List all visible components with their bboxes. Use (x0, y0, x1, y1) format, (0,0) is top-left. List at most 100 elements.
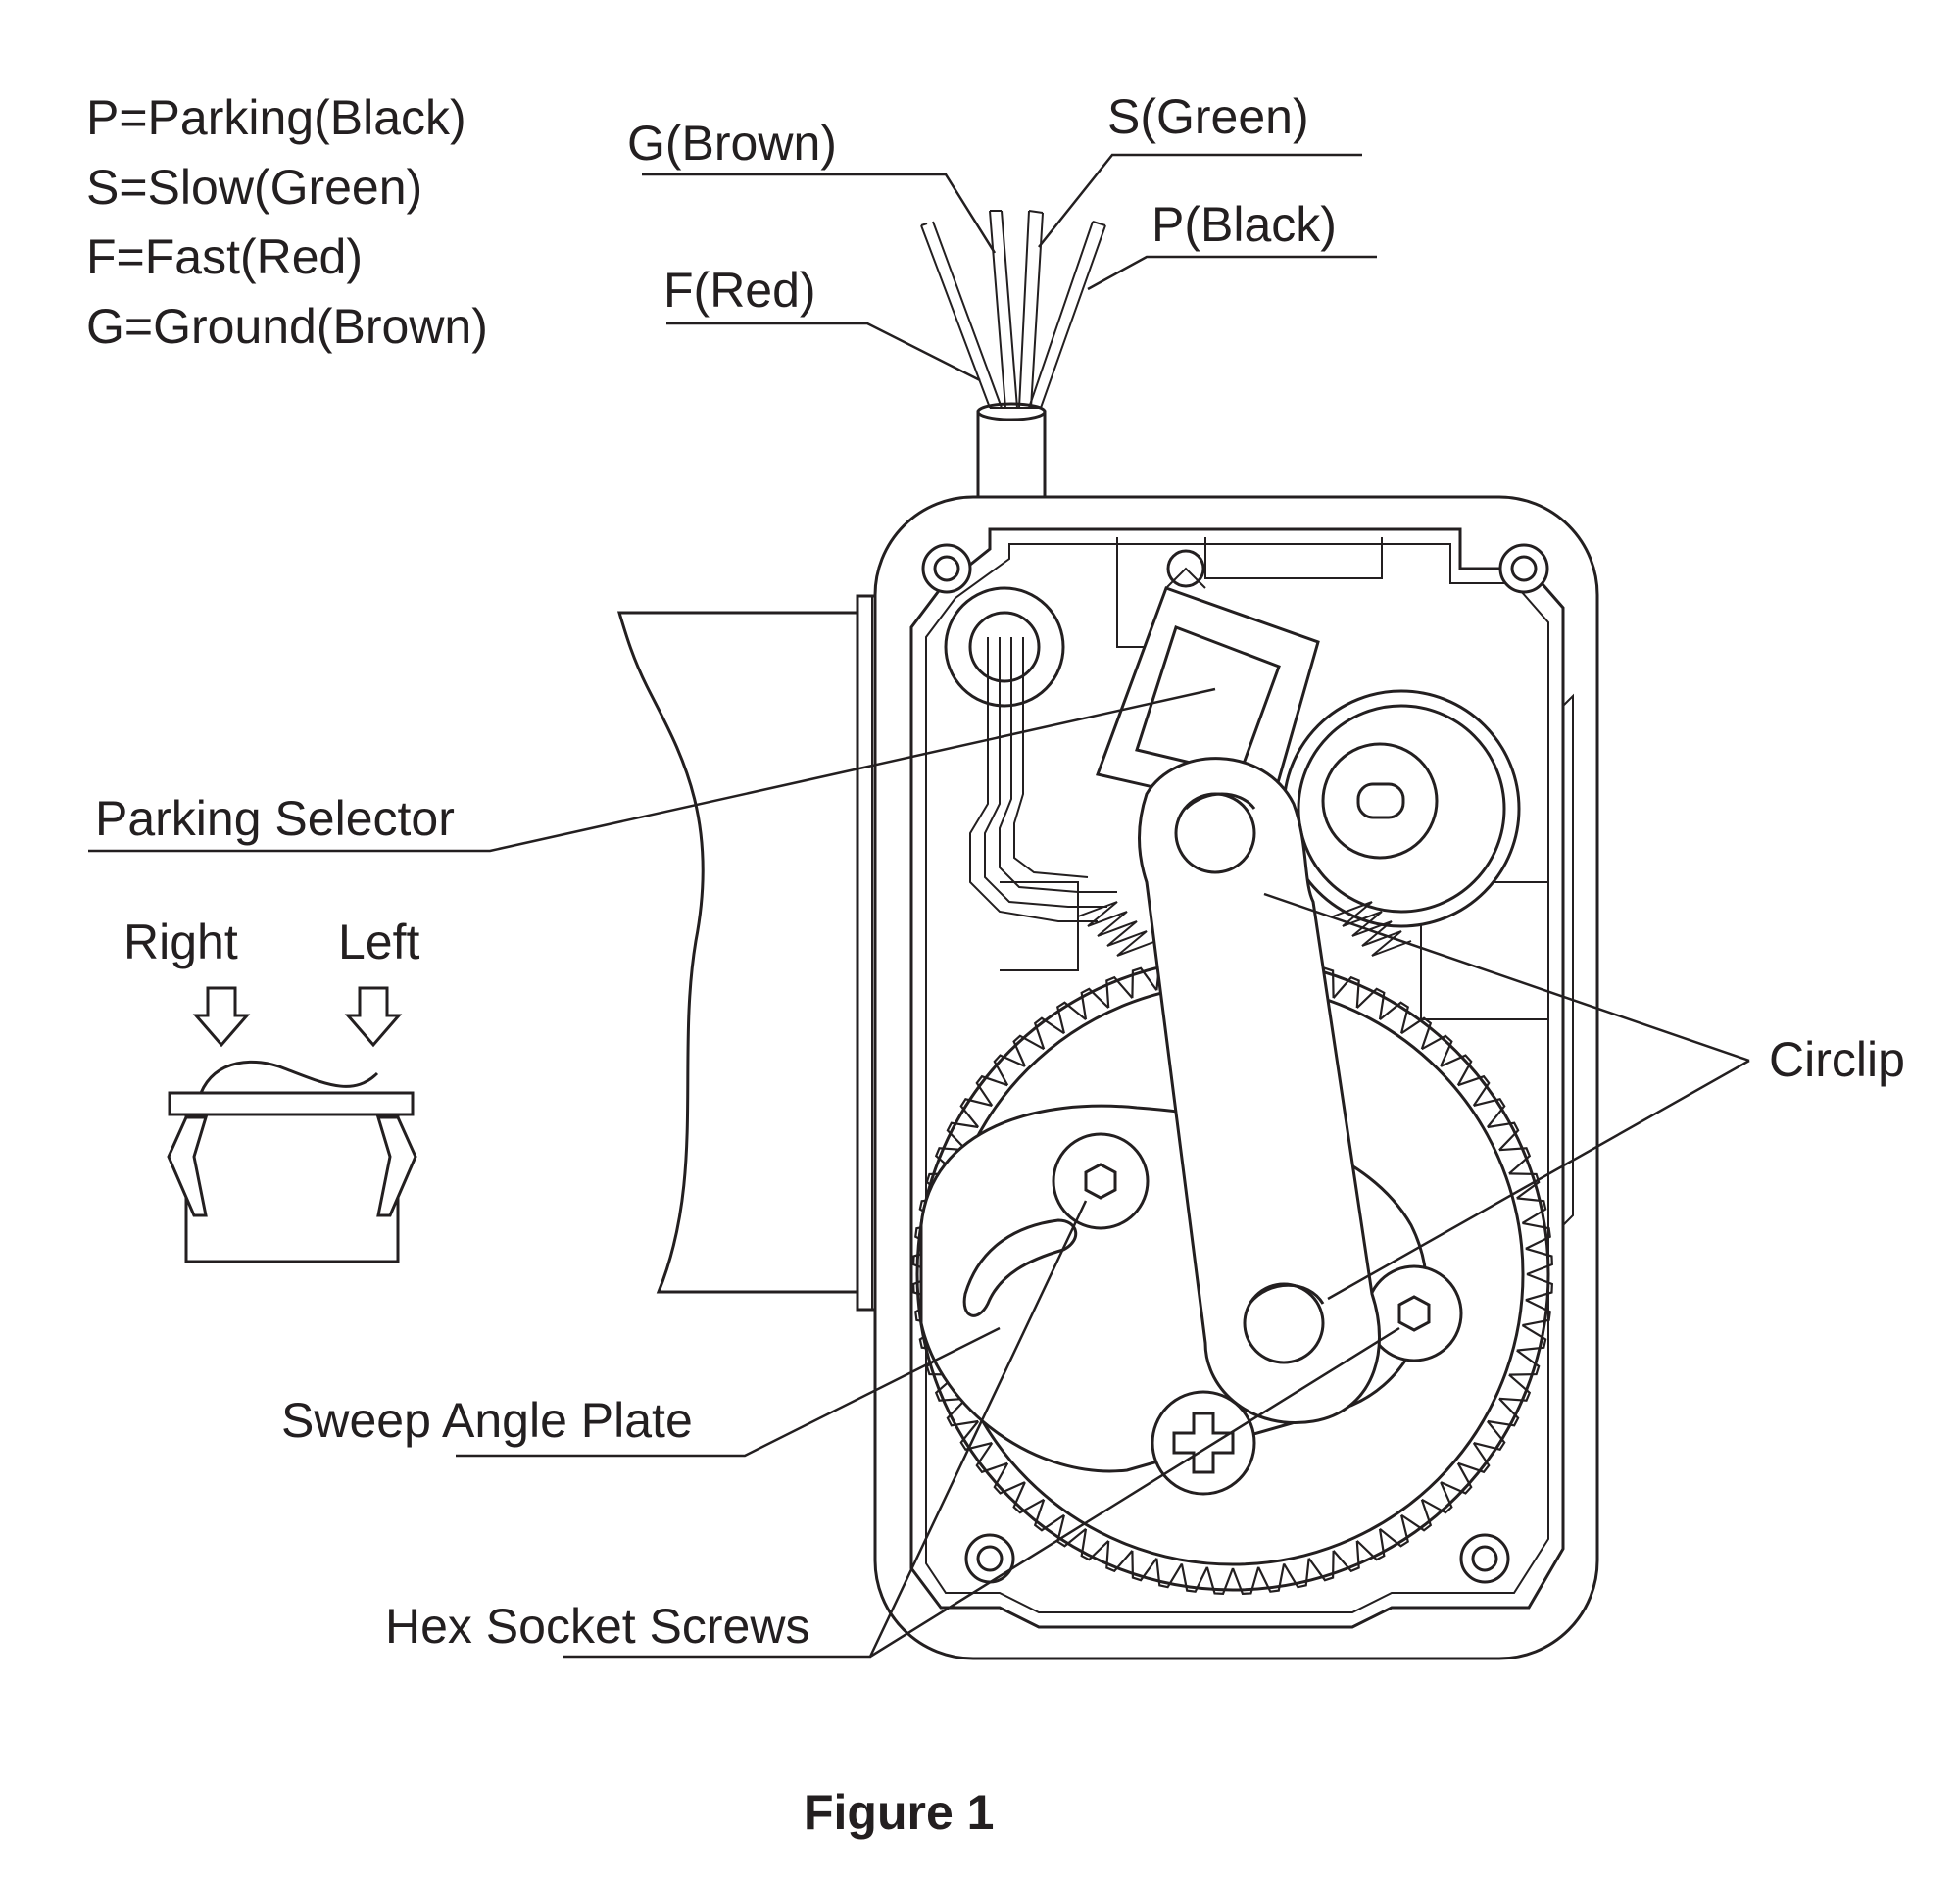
leader-hex-screw-2 (869, 1326, 1400, 1659)
corner-hole-br-inner (1471, 1545, 1498, 1572)
label-hex-socket-screws: Hex Socket Screws (385, 1599, 809, 1654)
hex-screw-1 (1052, 1132, 1150, 1230)
gear-tooth (1055, 1001, 1087, 1034)
legend-slow: S=Slow(Green) (86, 160, 422, 215)
arrow-down-icon (344, 986, 403, 1048)
gear-tooth (1283, 1558, 1310, 1589)
leader-slow (1038, 153, 1362, 248)
gear-tooth (1080, 987, 1109, 1020)
label-right: Right (123, 915, 238, 969)
crank-arm-body (1138, 757, 1381, 1424)
label-left: Left (338, 915, 420, 969)
gear-tooth (946, 1398, 979, 1427)
gear-tooth (1457, 1442, 1491, 1474)
legend-parking: P=Parking(Black) (86, 90, 466, 145)
gear-tooth (1487, 1398, 1520, 1427)
arrow-down-icon (192, 986, 251, 1048)
gear-tooth (1080, 1528, 1109, 1561)
legend-fast: F=Fast(Red) (86, 229, 363, 284)
wire-label-slow: S(Green) (1107, 89, 1309, 144)
gear-tooth (1257, 1563, 1286, 1593)
gear-tooth (1498, 1373, 1532, 1402)
gear-tooth (1379, 1514, 1410, 1548)
wire-label-parking: P(Black) (1152, 197, 1337, 252)
gear-tooth (1525, 1247, 1553, 1276)
cable-and-wires (920, 210, 1106, 500)
spring-left-coil (1077, 901, 1157, 957)
gear-tooth (1516, 1197, 1547, 1224)
gear-tooth (1356, 987, 1386, 1020)
gear-tooth (1012, 1481, 1045, 1514)
leader-sweep-angle-plate (456, 1326, 1001, 1458)
gear-tooth (1131, 1550, 1158, 1582)
gear-tooth (1457, 1074, 1491, 1107)
corner-hole-tr-inner (1510, 555, 1538, 582)
wire-label-fast: F(Red) (663, 263, 816, 318)
gear-tooth (1421, 1481, 1453, 1514)
shaft-housing (616, 594, 904, 1312)
gear-tooth (1105, 1540, 1134, 1573)
selector-pivot (1165, 567, 1206, 589)
rocker-clip-left (167, 1115, 209, 1217)
wire-label-ground: G(Brown) (627, 116, 837, 171)
gear-tooth (1473, 1097, 1506, 1128)
label-parking-selector: Parking Selector (95, 791, 455, 846)
leader-fast (666, 322, 981, 382)
gear-tooth (1055, 1514, 1087, 1548)
inner-wire-4 (1013, 637, 1089, 878)
gear-tooth (1180, 1563, 1208, 1593)
hex-socket-icon (1084, 1163, 1117, 1200)
gear-teeth (912, 954, 1553, 1595)
selector-switch-detail: Right Left (123, 915, 420, 1263)
gear-tooth (1332, 975, 1360, 1009)
mid-bracket (1000, 881, 1079, 971)
spring-right-coil (1332, 901, 1412, 957)
wire-fast (920, 221, 1003, 409)
gear-tooth (993, 1054, 1026, 1086)
gear-tooth (1205, 1566, 1235, 1595)
gear-tooth (959, 1420, 993, 1452)
corner-hole-bl-inner (976, 1545, 1004, 1572)
gear-tooth (1231, 1566, 1260, 1595)
gear-tooth (1522, 1221, 1551, 1250)
inner-wire-1 (969, 637, 1098, 922)
leader-circlip-upper (1263, 892, 1750, 1063)
gear-tooth (1356, 1528, 1386, 1561)
gear-tooth (1498, 1147, 1532, 1175)
inner-wire-2 (984, 637, 1107, 908)
gear-tooth (1155, 1558, 1183, 1589)
terminal-post (944, 586, 1065, 708)
gear-tooth (1332, 1540, 1360, 1573)
cable-end (976, 402, 1047, 421)
leader-parking (1087, 255, 1377, 291)
terminal-post-inner (968, 611, 1041, 683)
leader-parking-selector (88, 687, 1216, 853)
lower-circlip (1248, 1283, 1325, 1305)
shaft-block (616, 611, 859, 1294)
crank-hub (1321, 742, 1439, 860)
gear-tooth (1033, 1499, 1065, 1532)
gear-tooth (1400, 1016, 1433, 1050)
wire-labels: G(Brown) S(Green) P(Black) F(Red) (627, 89, 1377, 382)
gear-tooth (1525, 1272, 1553, 1302)
wire-parking (1028, 221, 1106, 409)
gear-tooth (934, 1373, 967, 1402)
callouts: Parking Selector Circlip Sweep Angle Pla… (88, 687, 1905, 1659)
cross-head-icon (1172, 1412, 1235, 1474)
gear-tooth (1421, 1034, 1453, 1067)
upper-circlip (1184, 792, 1256, 811)
housing-inner-wall-2 (925, 543, 1549, 1613)
gear-tooth (1400, 1499, 1433, 1532)
gear-tooth (1105, 975, 1134, 1009)
figure-caption: Figure 1 (804, 1785, 994, 1840)
wire-slow (1018, 210, 1044, 409)
crank-arm (1138, 742, 1439, 1424)
phillips-screw (1151, 1390, 1256, 1496)
gear-tooth (1033, 1016, 1065, 1050)
leader-ground (642, 173, 997, 254)
gear-tooth (1012, 1034, 1045, 1067)
rocker-plate (168, 1091, 415, 1116)
gear-tooth (1131, 966, 1158, 999)
wire-color-legend: P=Parking(Black) S=Slow(Green) F=Fast(Re… (86, 90, 488, 354)
